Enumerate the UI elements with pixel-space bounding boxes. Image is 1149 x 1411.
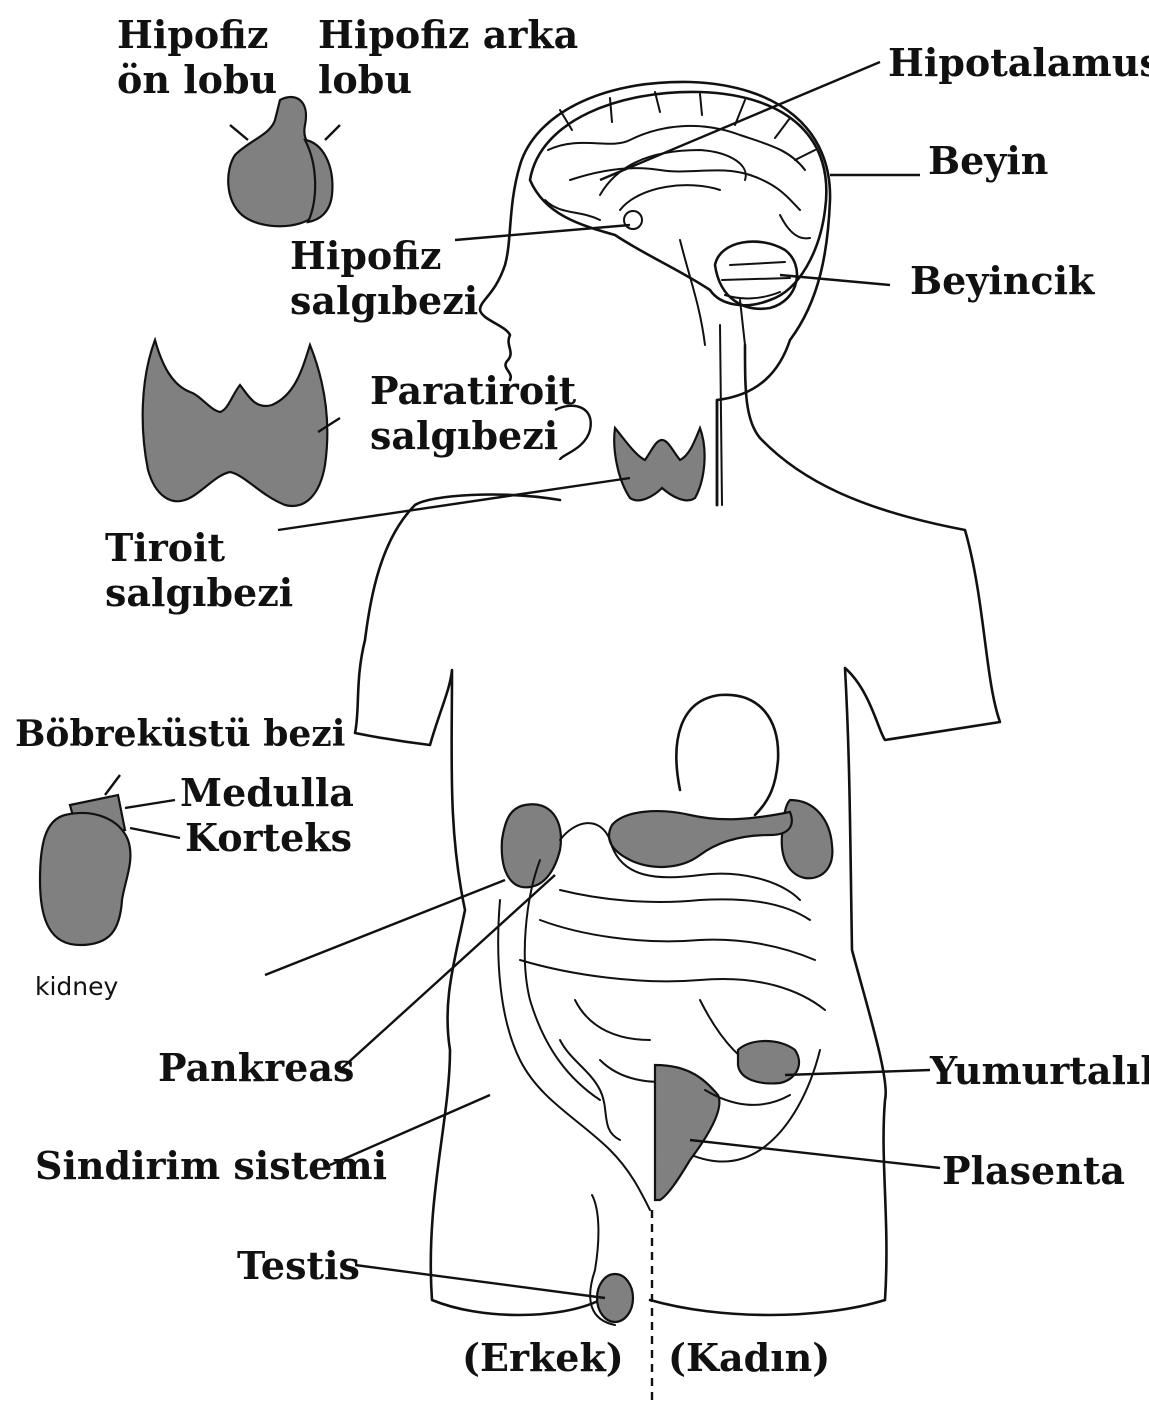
label-bobrekustu: Böbreküstü bezi [15,712,345,757]
label-medulla: Medulla [180,770,354,815]
label-kadin: (Kadın) [668,1335,830,1380]
label-pankreas: Pankreas [158,1045,354,1090]
pituitary-inset [228,97,332,226]
label-erkek: (Erkek) [462,1335,624,1380]
thyroid-inset [143,340,328,506]
placenta [655,1065,719,1200]
label-beyin: Beyin [928,138,1048,183]
brain [530,92,826,345]
label-testis: Testis [237,1243,360,1288]
neck-thyroid [614,428,704,500]
label-kidney: kidney [35,972,118,1001]
label-plasenta: Plasenta [942,1148,1125,1193]
left-kidney [502,804,561,887]
stomach [676,695,778,815]
label-hipotalamus: Hipotalamus [888,40,1149,85]
label-yumurtalik: Yumurtalık [930,1048,1149,1093]
label-korteks: Korteks [185,815,352,860]
kidney-inset [40,795,130,945]
ovary [738,1041,799,1083]
label-beyincik: Beyincik [910,258,1094,303]
pancreas [609,811,792,867]
label-sindirim-sistemi: Sindirim sistemi [35,1143,387,1188]
